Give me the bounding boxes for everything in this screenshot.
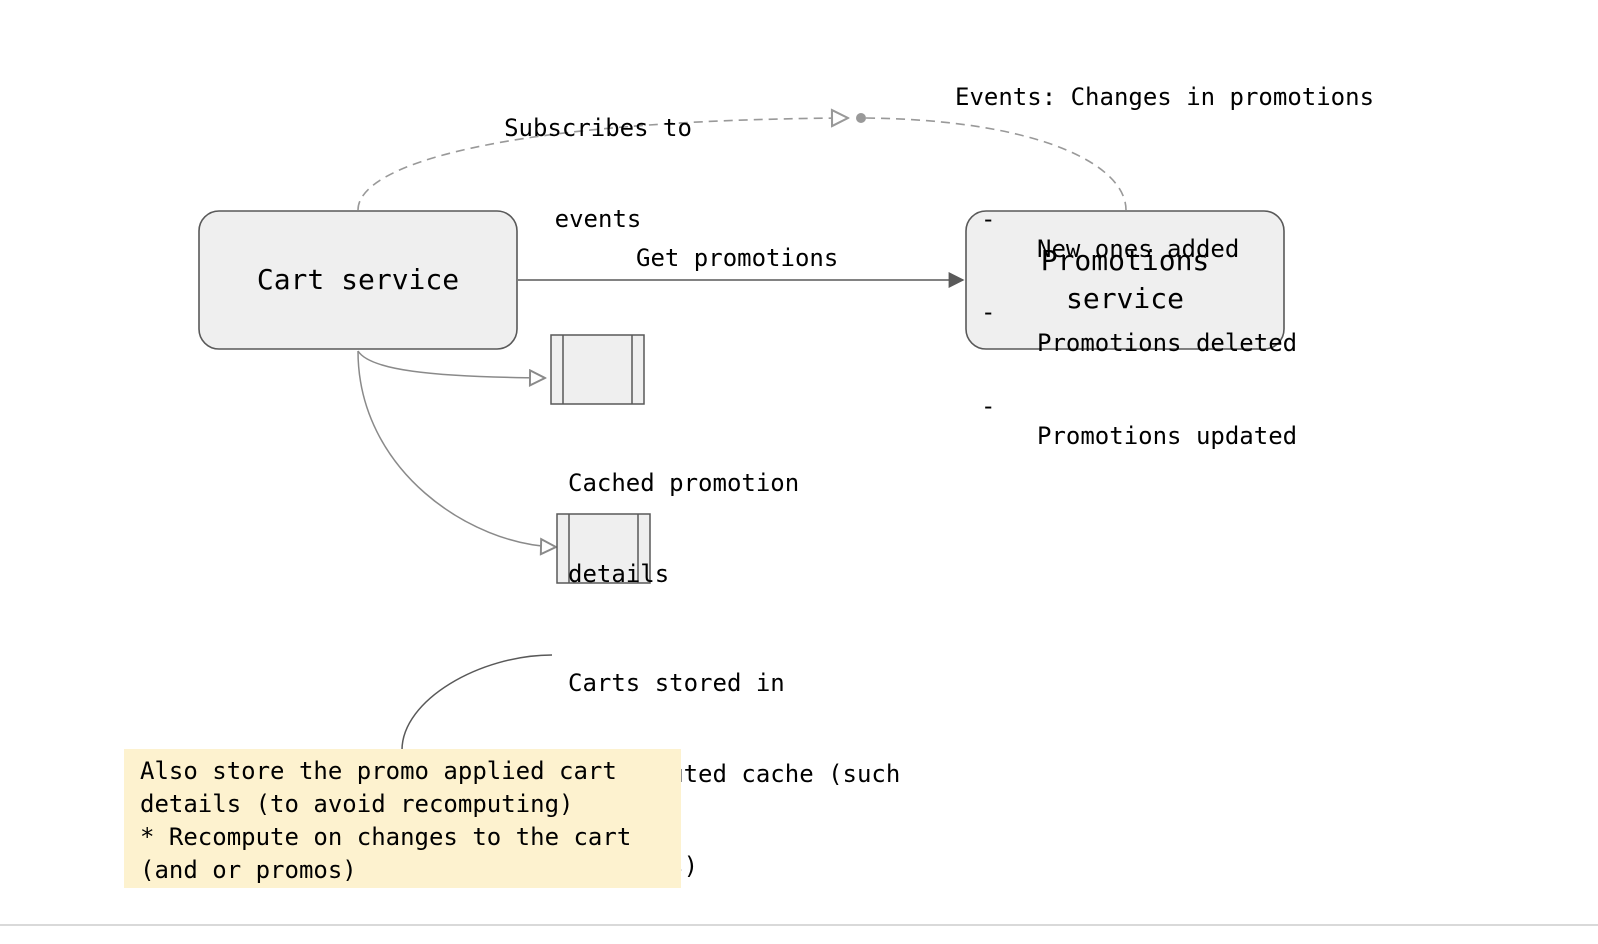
events-note-bullet: - <box>981 391 996 420</box>
promotions-service-node <box>965 210 1285 350</box>
subscribe-arc-right <box>865 117 1127 211</box>
promo-cache-label-line-2: details <box>568 560 670 589</box>
carts-cache-store <box>556 513 651 584</box>
events-note-item-text: Promotions updated <box>1037 422 1298 451</box>
note-line-4: (and or promos) <box>140 856 357 884</box>
subscribe-arc-left <box>357 118 848 211</box>
cart-service-text: Cart service <box>256 263 460 297</box>
note-line-2: details (to avoid recomputing) <box>140 790 574 818</box>
subscribes-label: Subscribes to events <box>498 52 698 265</box>
promo-cache-label: Cached promotion details <box>568 407 799 620</box>
subscribe-arc-dot <box>856 113 866 123</box>
subscribes-label-line-1: Subscribes to <box>504 113 692 142</box>
bottom-divider <box>0 924 1598 926</box>
promotions-service-text-line-1: Promotions <box>1040 244 1210 278</box>
events-note-item: - New ones added <box>955 173 1374 263</box>
cart-service-node <box>198 210 518 350</box>
events-note-bullet: - <box>981 204 996 233</box>
promo-cache-label-line-1: Cached promotion <box>568 468 800 497</box>
events-note-title: Events: Changes in promotions <box>955 82 1375 111</box>
cart-service-label: Cart service <box>199 211 517 349</box>
events-note-item-text: Promotions deleted <box>1037 328 1298 357</box>
note-line-3: * Recompute on changes to the cart <box>140 823 632 851</box>
events-note-bullet: - <box>981 298 996 327</box>
subscribes-label-line-2: events <box>554 205 642 234</box>
note-connector <box>401 654 553 751</box>
cart-to-carts-cache-edge <box>357 350 556 547</box>
events-note-item-text: New ones added <box>1037 235 1240 264</box>
events-note: Events: Changes in promotions - New ones… <box>955 21 1375 450</box>
note-line-1: Also store the promo applied cart <box>140 757 617 785</box>
cart-to-promo-cache-edge <box>357 350 545 378</box>
promotions-service-label: Promotions service <box>966 211 1284 349</box>
promo-cache-store <box>550 334 645 405</box>
promotions-service-text-line-2: service <box>1065 282 1184 315</box>
events-note-item: - Promotions deleted <box>955 267 1374 356</box>
get-promotions-label: Get promotions <box>636 244 839 272</box>
carts-cache-label-line-1: Carts stored in <box>568 668 785 697</box>
note-box: Also store the promo applied cart detail… <box>124 749 681 888</box>
events-note-item: - Promotions updated <box>955 360 1374 450</box>
